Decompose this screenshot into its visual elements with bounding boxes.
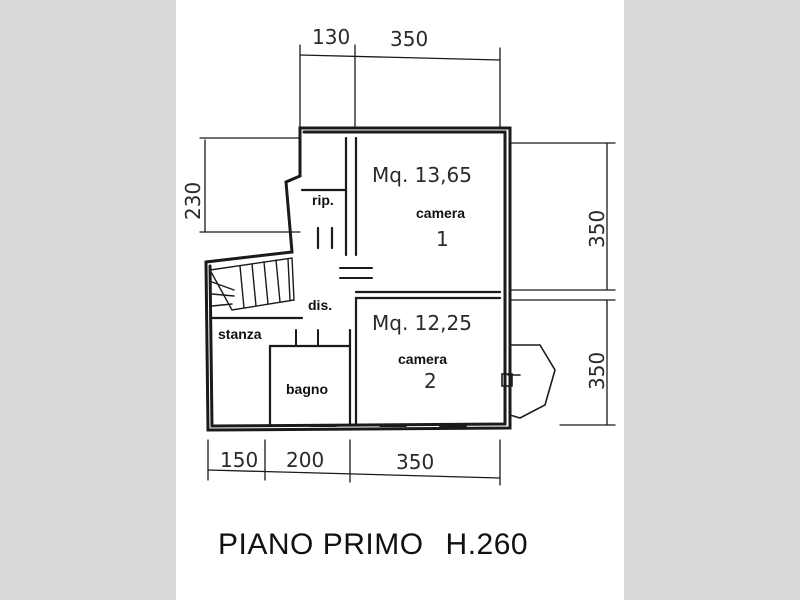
dim-bottom-c: 350 — [396, 450, 434, 474]
room-camera1-number: 1 — [436, 227, 449, 251]
room-stanza-label: stanza — [218, 326, 262, 342]
room-camera1-label: camera — [416, 205, 465, 221]
room-rip-label: rip. — [312, 192, 334, 208]
windows — [221, 159, 506, 427]
room-dis-label: dis. — [308, 297, 332, 313]
plan-height-label: H.260 — [445, 528, 529, 561]
dim-bottom-a: 150 — [220, 448, 258, 472]
staircase — [208, 257, 295, 311]
room-bagno-label: bagno — [286, 381, 328, 397]
dim-bottom-b: 200 — [286, 448, 324, 472]
dim-top-left: 130 — [312, 25, 350, 49]
camera1-area: Mq. 13,65 — [372, 163, 472, 187]
camera2-area: Mq. 12,25 — [372, 311, 472, 335]
outer-walls — [204, 126, 512, 432]
dim-right-top: 350 — [585, 210, 609, 248]
room-camera2-number: 2 — [424, 369, 437, 393]
room-camera2-label: camera — [398, 351, 447, 367]
dimension-lines — [199, 44, 616, 486]
dim-left-side: 230 — [181, 182, 205, 220]
dim-right-bottom: 350 — [585, 352, 609, 390]
spiral-stair — [501, 344, 556, 419]
plan-title-text: PIANO PRIMO — [218, 528, 424, 561]
dim-top-right: 350 — [390, 27, 428, 51]
plan-title: PIANO PRIMO H.260 — [218, 528, 528, 562]
interior-walls — [210, 136, 502, 427]
door-marks — [295, 267, 373, 347]
